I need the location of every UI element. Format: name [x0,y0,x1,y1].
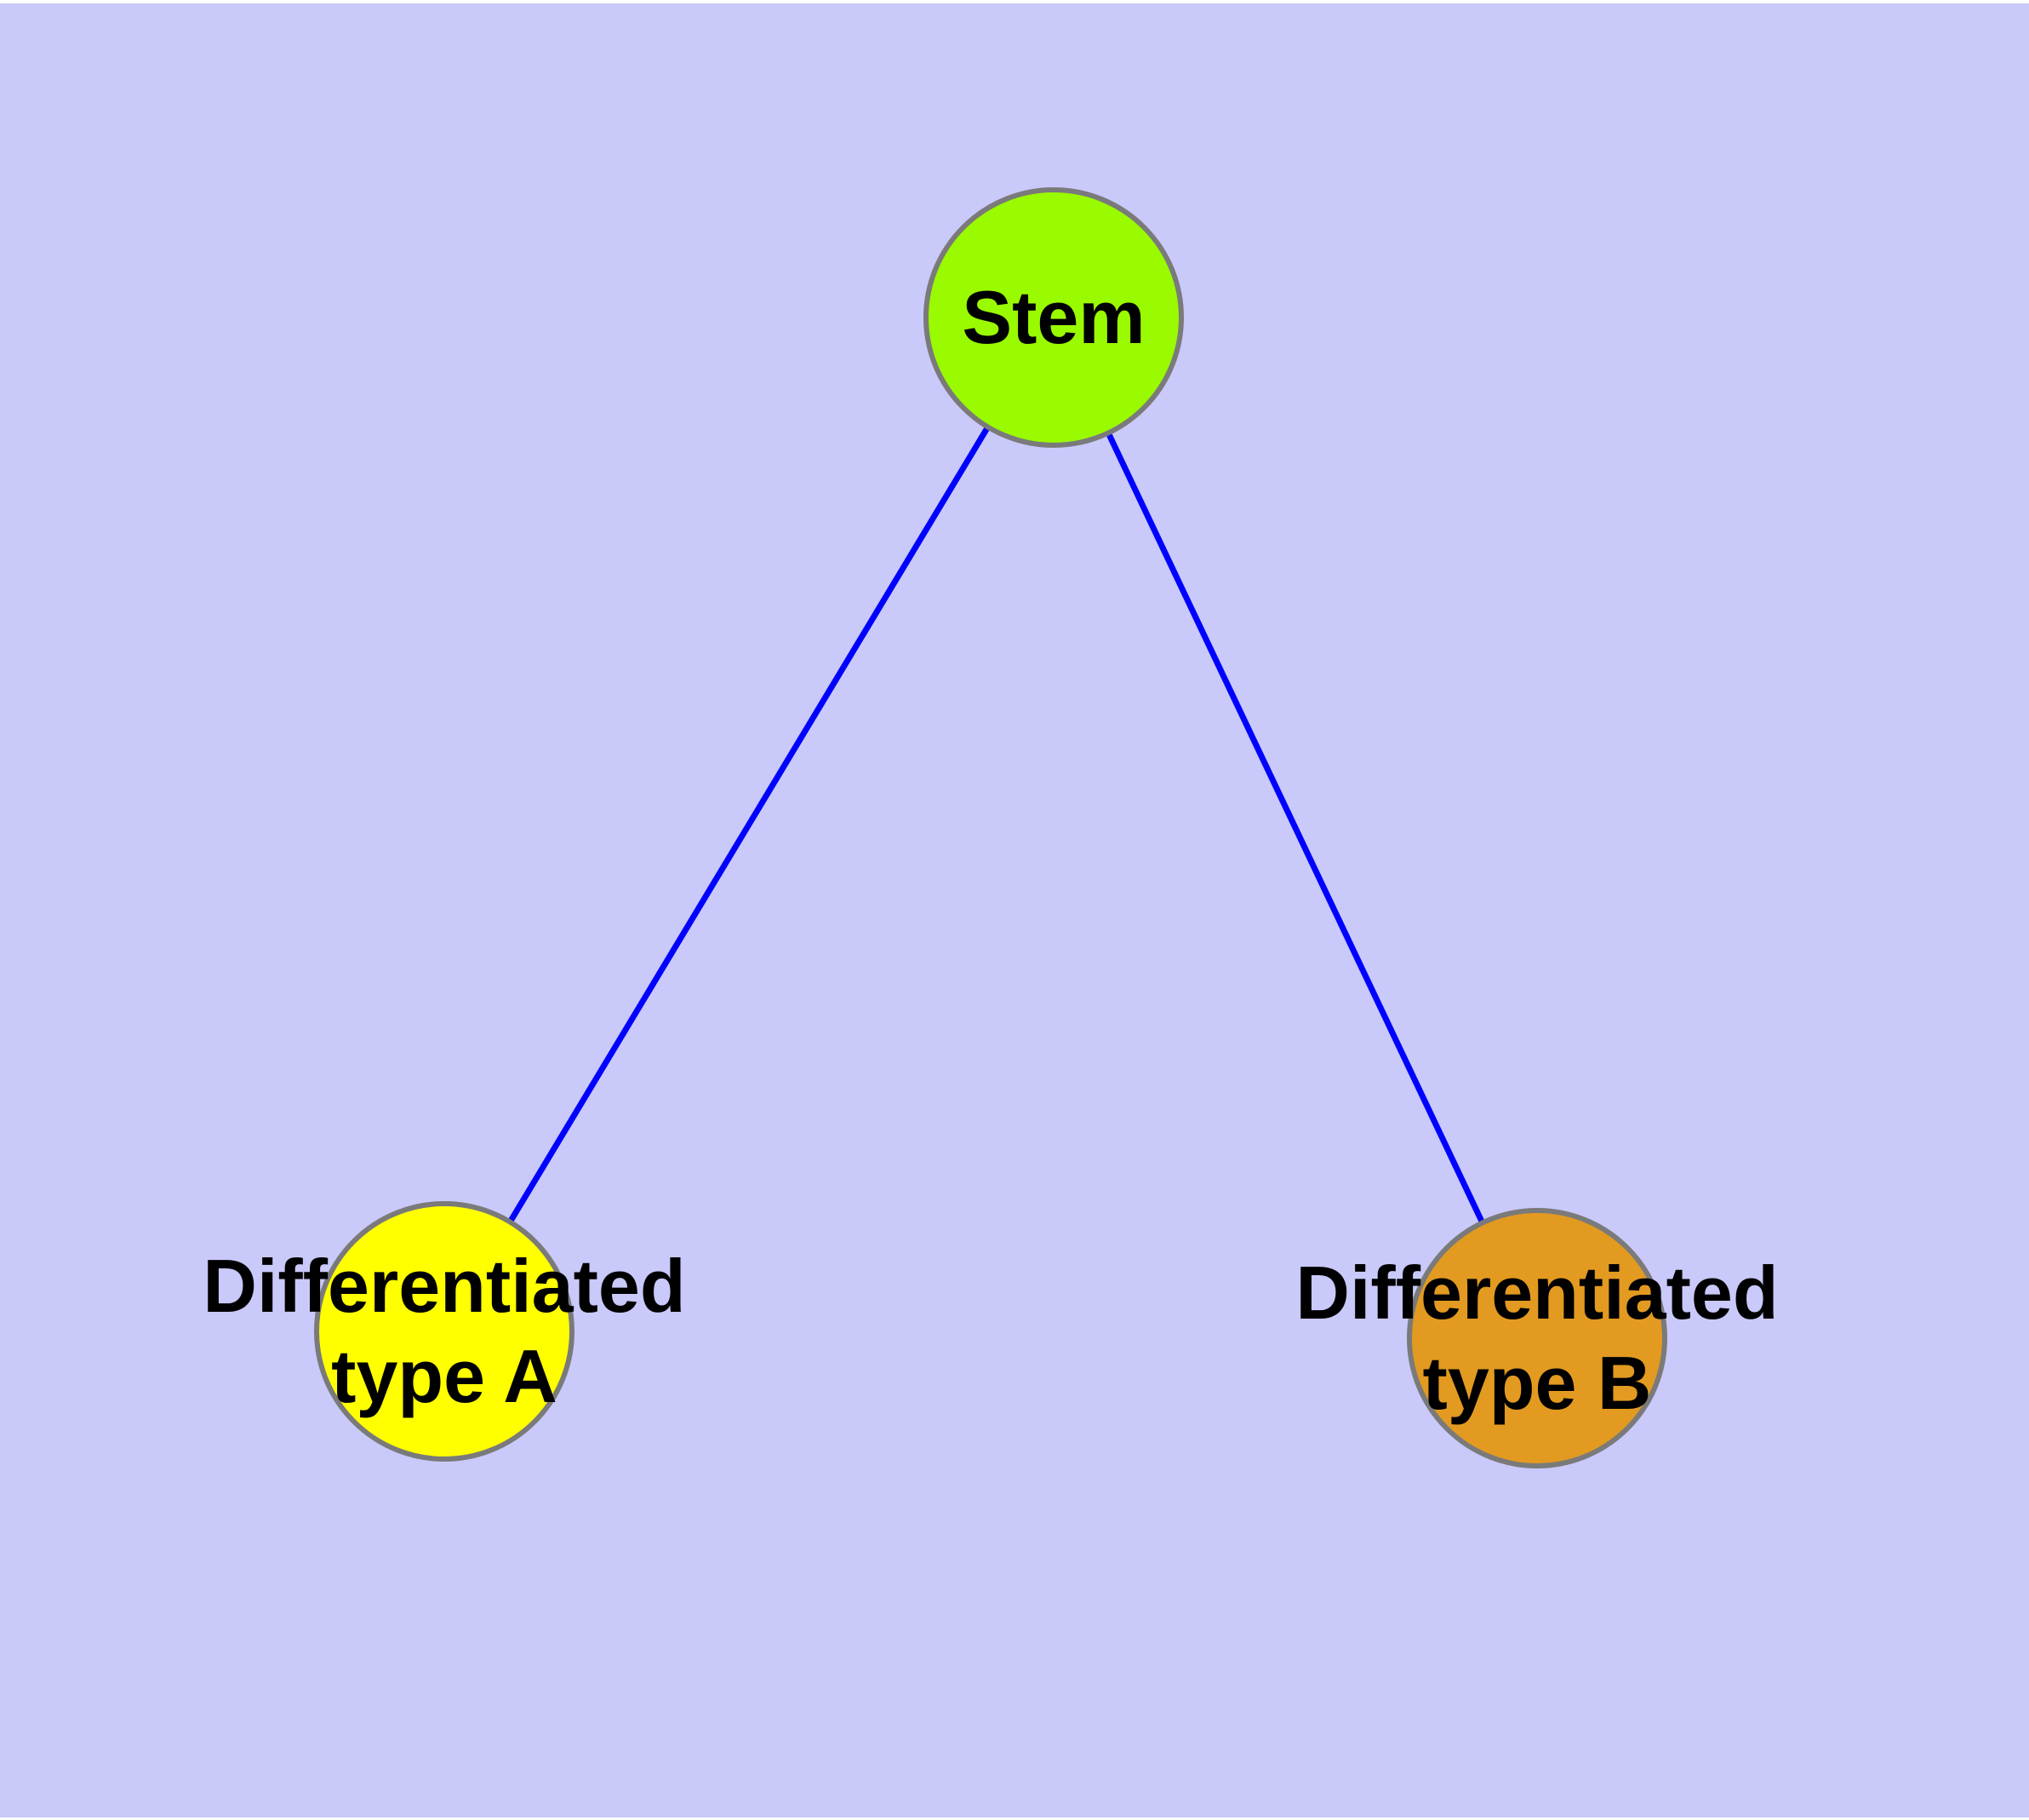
node-differentiated-type-b [1407,1208,1667,1468]
edge-stem-to-type-b [1050,316,1540,1340]
node-differentiated-type-a [314,1201,574,1462]
edge-stem-to-type-a [442,316,1056,1333]
node-stem [923,187,1184,448]
